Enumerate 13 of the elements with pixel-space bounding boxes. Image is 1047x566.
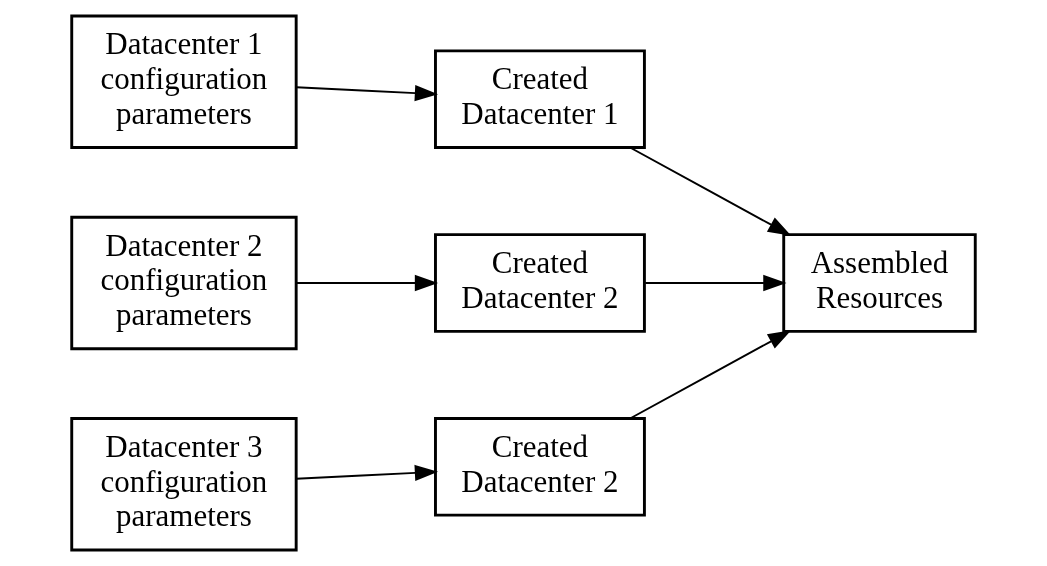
arrow [630,147,792,236]
node-box: Created Datacenter 1 [434,49,646,149]
node-box: Datacenter 1 configuration parameters [70,14,298,149]
node-box: Datacenter 3 configuration parameters [70,417,298,552]
arrow [295,85,439,102]
arrow [644,274,787,292]
node-box: Datacenter 2 configuration parameters [70,215,298,351]
arrow [630,330,792,419]
arrow [295,274,439,292]
node-box: Created Datacenter 2 [434,417,646,517]
arrow [295,464,439,481]
node-box: Assembled Resources [782,233,977,333]
node-box: Created Datacenter 2 [434,233,646,333]
